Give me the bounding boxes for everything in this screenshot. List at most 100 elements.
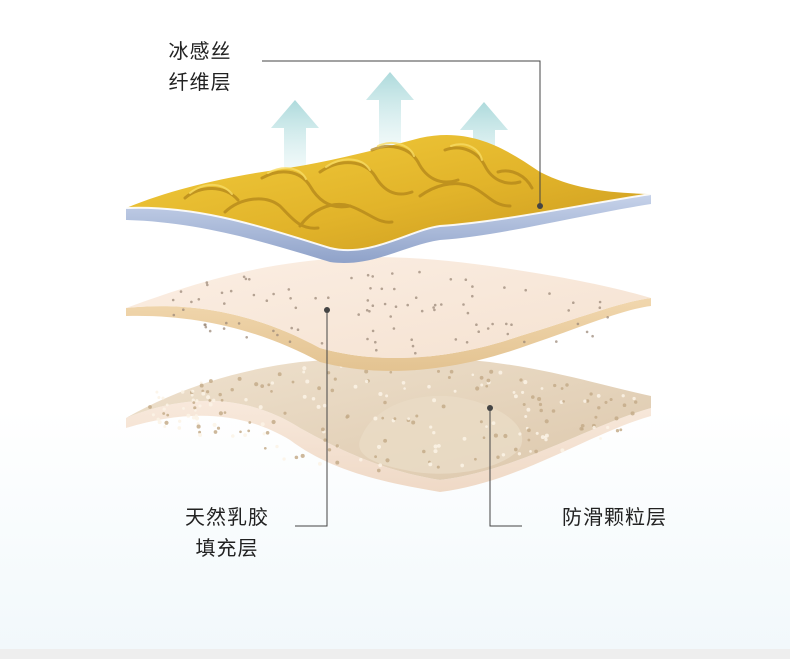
label-anti-slip-line-1: 防滑颗粒层 — [562, 505, 667, 529]
anti-slip-granule — [630, 411, 635, 416]
anti-slip-granule — [619, 428, 623, 432]
anti-slip-granule — [540, 435, 545, 440]
anti-slip-granule — [359, 458, 363, 462]
anti-slip-granule — [437, 444, 441, 448]
anti-slip-granule — [191, 398, 195, 402]
anti-slip-granule — [194, 409, 197, 412]
ice-silk-quilting-pattern — [183, 145, 534, 230]
anti-slip-granule — [609, 397, 613, 402]
anti-slip-granule — [524, 415, 528, 418]
anti-slip-granule — [193, 406, 197, 410]
anti-slip-granule — [385, 394, 389, 398]
anti-slip-fold — [359, 395, 523, 474]
anti-slip-granule — [267, 383, 271, 387]
anti-slip-granule — [216, 426, 221, 430]
anti-slip-granule — [270, 381, 275, 385]
anti-slip-granule — [270, 390, 273, 393]
latex-hole — [585, 330, 589, 334]
anti-slip-granule — [632, 396, 636, 401]
anti-slip-granule — [353, 384, 358, 389]
anti-slip-granule — [333, 377, 337, 381]
anti-slip-granule — [513, 447, 518, 452]
anti-slip-granule — [540, 387, 544, 390]
anti-slip-granule — [317, 386, 321, 391]
latex-hole — [567, 309, 570, 312]
latex-hole — [294, 306, 298, 310]
anti-slip-granule — [302, 370, 306, 374]
latex-hole — [242, 275, 246, 279]
latex-hole — [248, 278, 251, 281]
anti-slip-granule — [553, 383, 557, 388]
anti-slip-granule — [401, 380, 406, 385]
latex-hole — [244, 277, 248, 281]
anti-slip-granule — [165, 403, 169, 407]
leader-dots — [324, 203, 543, 411]
anti-slip-granule — [489, 369, 494, 374]
footer-strip — [0, 649, 790, 659]
anti-slip-granule — [606, 425, 610, 430]
anti-slip-granule — [212, 398, 216, 402]
latex-hole — [290, 326, 294, 330]
anti-slip-granule — [155, 390, 159, 394]
anti-slip-granule — [471, 373, 475, 377]
anti-slip-granule — [449, 369, 454, 374]
label-latex-line-2: 填充层 — [195, 536, 259, 560]
latex-hole — [440, 303, 443, 306]
anti-slip-granule — [178, 419, 182, 423]
leader-line-anti-slip — [489, 408, 522, 527]
latex-hole — [406, 303, 410, 307]
anti-slip-granule — [230, 387, 234, 392]
anti-slip-granule — [208, 399, 212, 402]
ice-silk-underside — [126, 194, 651, 263]
latex-hole — [179, 290, 183, 293]
anti-slip-granule — [496, 455, 500, 459]
anti-slip-granule — [427, 384, 431, 389]
anti-slip-granule — [254, 382, 259, 387]
latex-hole — [225, 321, 228, 325]
latex-layer-edge — [126, 298, 651, 371]
anti-slip-granule — [485, 425, 488, 428]
anti-slip-granule — [378, 463, 383, 468]
latex-hole — [205, 281, 209, 284]
anti-slip-granule — [614, 416, 619, 421]
latex-hole — [576, 322, 580, 326]
anti-slip-granule — [480, 383, 484, 387]
latex-hole — [598, 300, 602, 304]
label-latex-layer: 天然乳胶 填充层 — [178, 502, 276, 564]
anti-slip-granule — [592, 425, 596, 430]
anti-slip-granule — [580, 423, 585, 428]
anti-slip-granule — [201, 391, 206, 396]
latex-hole — [394, 305, 398, 309]
latex-hole — [471, 285, 474, 288]
anti-slip-granule — [258, 405, 263, 410]
anti-slip-granule — [415, 414, 419, 418]
latex-hole — [220, 291, 224, 295]
anti-slip-granule — [585, 399, 590, 403]
latex-hole — [252, 293, 256, 297]
anti-slip-granule — [335, 460, 340, 465]
label-latex-line-1: 天然乳胶 — [185, 505, 269, 529]
latex-hole — [197, 298, 201, 301]
label-ice-silk-line-1: 冰感丝 — [168, 39, 232, 63]
anti-slip-granule — [157, 420, 162, 425]
anti-slip-granule — [622, 403, 627, 408]
anti-slip-granule — [163, 425, 167, 428]
anti-slip-granule — [164, 420, 169, 425]
latex-layer — [126, 257, 651, 371]
anti-slip-granule — [475, 386, 480, 391]
anti-slip-granule — [538, 402, 543, 407]
anti-slip-granule — [389, 370, 393, 374]
label-ice-silk-layer: 冰感丝 纤维层 — [158, 36, 242, 98]
anti-slip-granule — [244, 397, 248, 402]
latex-hole — [389, 315, 393, 318]
anti-slip-granule — [305, 379, 310, 384]
anti-slip-granule — [162, 412, 166, 415]
anti-slip-granule — [302, 394, 307, 399]
anti-slip-granule — [537, 396, 542, 402]
anti-slip-granule — [192, 401, 196, 404]
anti-slip-granule — [260, 422, 265, 427]
anti-slip-granule — [519, 378, 523, 382]
latex-hole — [598, 306, 602, 310]
anti-slip-granule — [378, 391, 383, 397]
